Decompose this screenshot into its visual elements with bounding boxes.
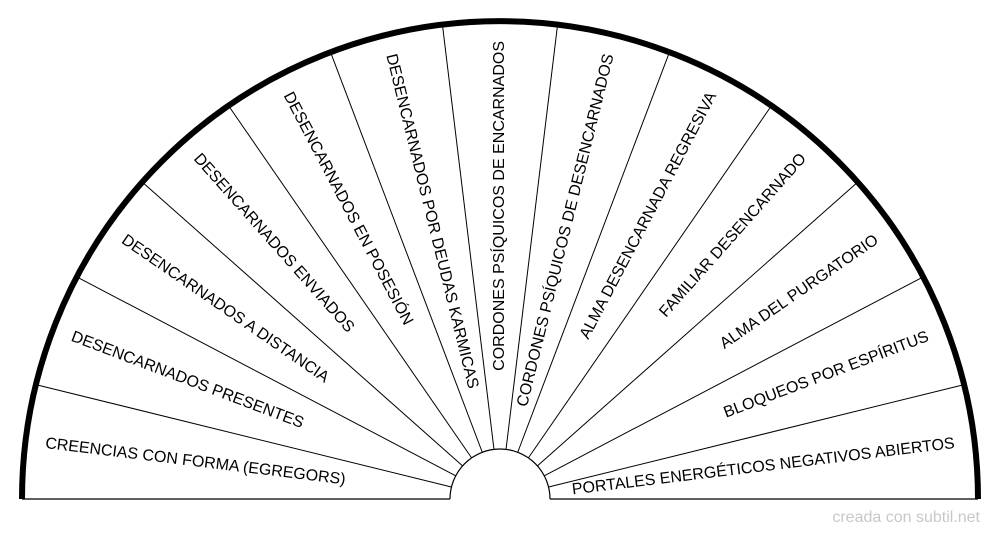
segment-divider (442, 26, 495, 450)
segment-labels: CREENCIAS CON FORMA (EGREGORS) DESENCARNA… (44, 41, 955, 498)
segment-label: PORTALES ENERGÉTICOS NEGATIVOS ABIERTOS (571, 433, 956, 498)
segment-divider (143, 182, 463, 467)
segment-divider (517, 53, 670, 453)
segment-label: BLOQUEOS POR ESPÍRITUS (721, 327, 931, 422)
footer-credit: creada con subtil.net (832, 509, 980, 526)
segment-divider (505, 26, 558, 450)
segment-label: DESENCARNADOS EN POSESIÓN (280, 88, 418, 327)
segment-divider (37, 384, 452, 488)
segment-divider (537, 182, 857, 467)
center-hub-arc (449, 448, 551, 500)
segment-divider (78, 277, 456, 477)
outer-arc (19, 18, 981, 500)
segment-divider (229, 106, 473, 459)
segment-divider (544, 277, 922, 477)
segment-dividers (37, 26, 963, 488)
segment-label: ALMA DEL PURGATORIO (717, 232, 882, 353)
segment-label: CORDONES PSÍQUICOS DE ENCARNADOS (489, 41, 508, 371)
segment-label: CREENCIAS CON FORMA (EGREGORS) (44, 435, 346, 488)
segment-divider (548, 384, 963, 488)
segment-divider (527, 106, 771, 459)
segment-divider (330, 53, 483, 453)
